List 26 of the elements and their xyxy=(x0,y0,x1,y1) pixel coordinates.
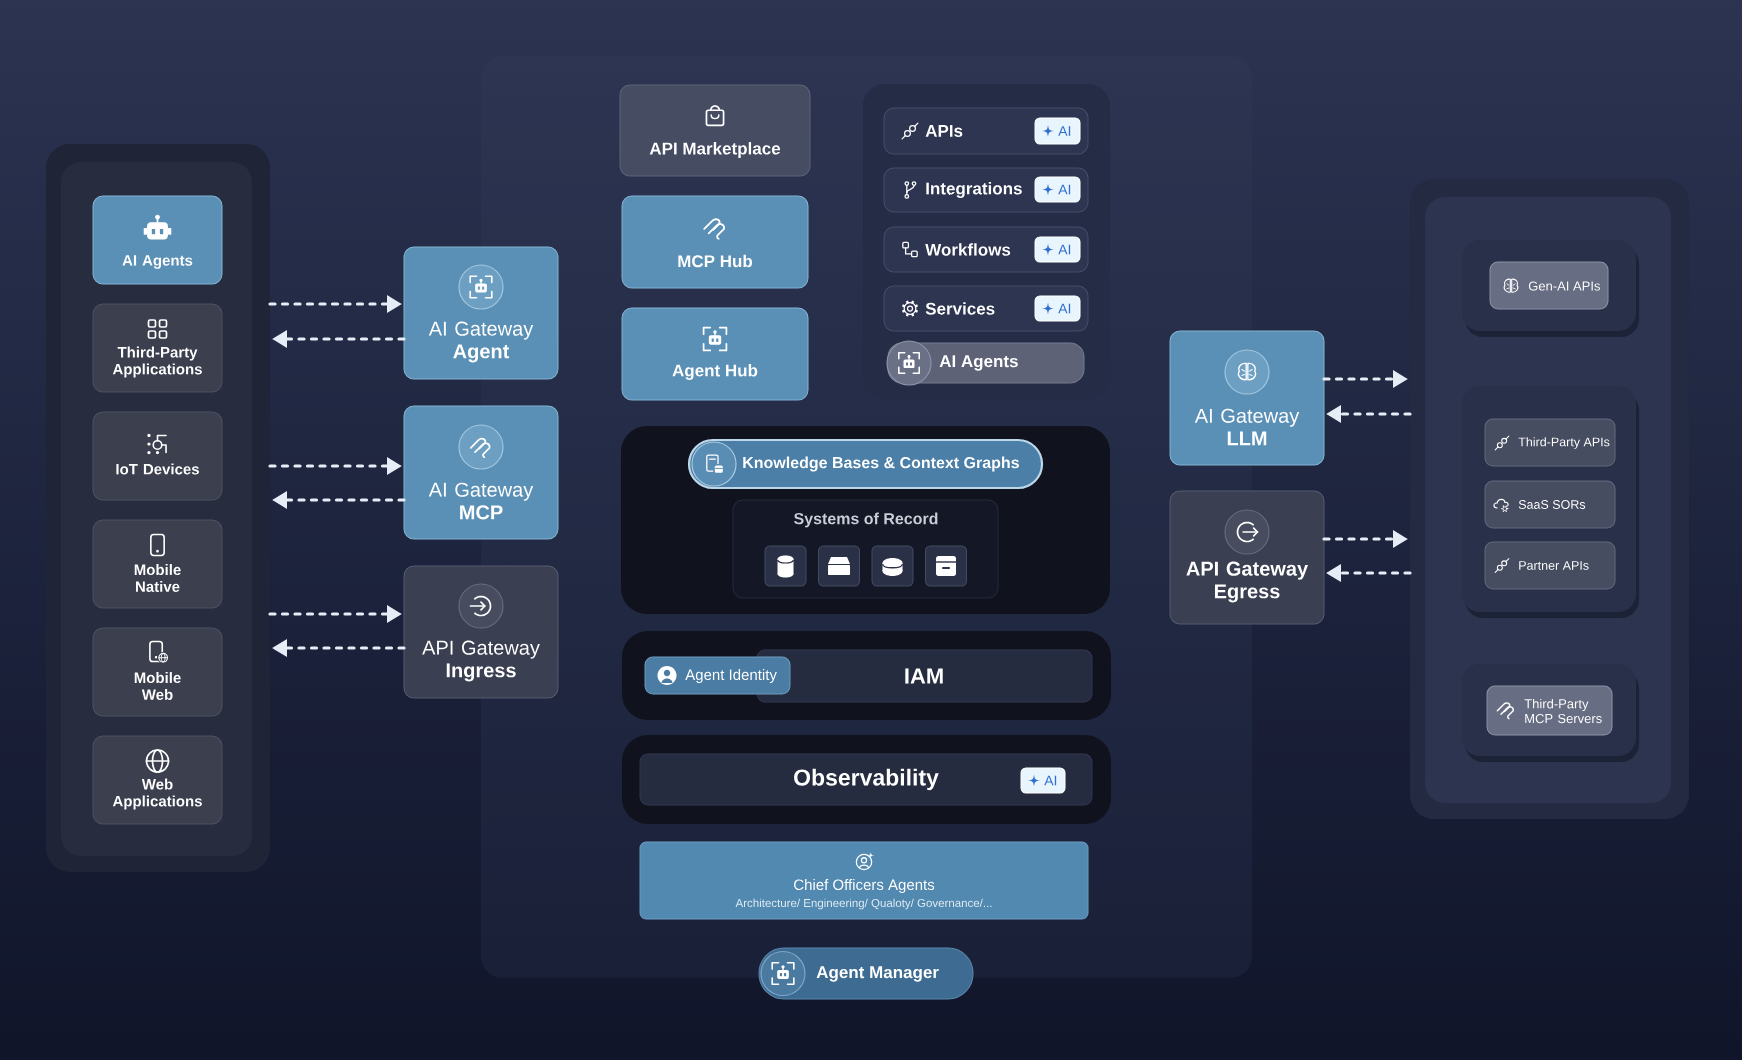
card: IoT Devices xyxy=(92,411,223,501)
card: Mobile Web xyxy=(92,627,223,717)
badge: AI xyxy=(1020,767,1066,794)
card: Agent Hub xyxy=(621,307,809,401)
card: API Gateway Ingress xyxy=(403,565,559,699)
card: Chief Officers Agents Architecture/ Engineering/ Qualoty/ Governance/... xyxy=(639,841,1089,920)
card: Web Applications xyxy=(92,735,223,825)
card: AI Gateway MCP xyxy=(403,405,559,540)
badge: AI xyxy=(1034,236,1081,263)
badge: AI xyxy=(1034,176,1081,203)
card: Gen-AI APIs xyxy=(1489,261,1609,310)
card: Third-Party MCP Servers xyxy=(1486,685,1613,736)
card: API Marketplace xyxy=(619,84,811,177)
card: Third-Party Applications xyxy=(92,303,223,393)
card: Mobile Native xyxy=(92,519,223,609)
card: AI Agents xyxy=(92,195,223,285)
card: Partner APIs xyxy=(1484,541,1616,590)
card: MCP Hub xyxy=(621,195,809,289)
card: Third-Party APIs xyxy=(1484,418,1616,467)
badge: AI xyxy=(1034,295,1081,322)
pill: Agent Identity xyxy=(644,656,791,695)
badge: AI xyxy=(1034,117,1081,145)
card: SaaS SORs xyxy=(1484,480,1616,529)
card: API Gateway Egress xyxy=(1169,490,1325,625)
card: AI Gateway LLM xyxy=(1169,330,1325,466)
card: AI Gateway Agent xyxy=(403,246,559,380)
